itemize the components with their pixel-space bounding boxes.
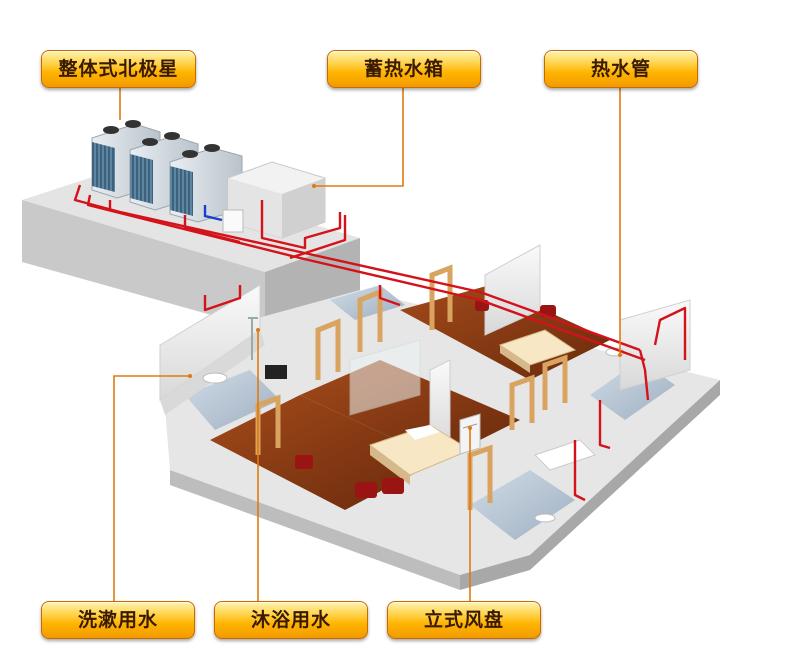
storage-tank-icon	[222, 161, 326, 239]
label-standing-fan-coil: 立式风盘	[387, 601, 541, 639]
hotel-floor-plan	[159, 244, 720, 590]
faucet-icon	[202, 347, 625, 523]
label-shower-water: 沐浴用水	[214, 601, 368, 639]
bed-icon	[368, 424, 472, 485]
label-heat-storage-tank: 蓄热水箱	[327, 50, 481, 88]
cold-pipe	[203, 205, 223, 222]
bathtub-icon	[534, 439, 596, 471]
label-integrated-polaris-unit: 整体式北极星	[41, 50, 196, 88]
label-washing-water: 洗漱用水	[41, 601, 195, 639]
leader-lines	[113, 86, 621, 601]
bathroom-tile-top	[330, 285, 405, 320]
label-hot-water-pipe: 热水管	[544, 50, 698, 88]
bathroom-tile-left	[185, 370, 280, 430]
shower-icon	[248, 317, 258, 360]
door-frames	[255, 264, 568, 510]
heat-pump-unit-icon	[91, 120, 243, 223]
bathroom-tile-bottom	[470, 470, 575, 540]
bed-icon	[498, 329, 577, 373]
tv-icon	[265, 365, 287, 379]
pipe-icon	[73, 184, 687, 502]
